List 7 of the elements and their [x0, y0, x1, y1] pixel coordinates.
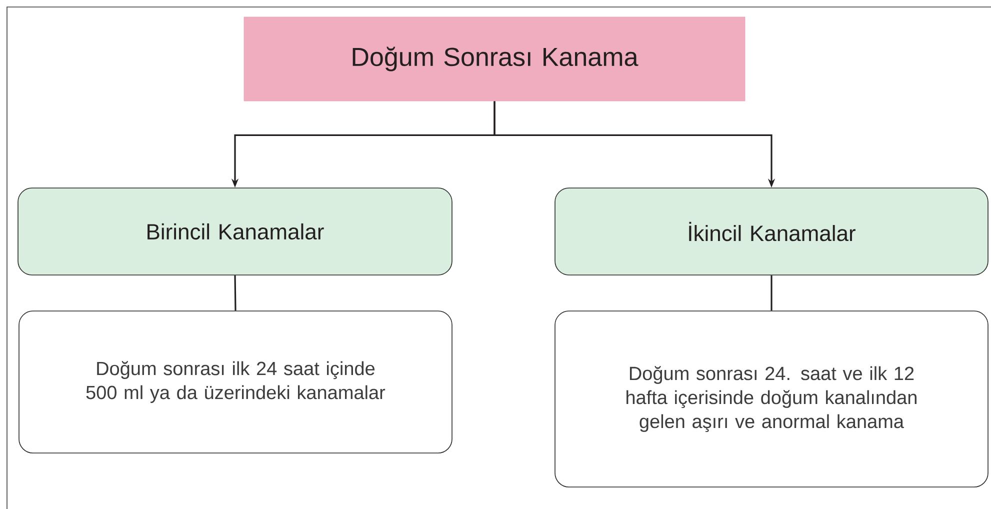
title-box: Doğum Sonrası Kanama [244, 16, 746, 102]
category-box: İkincil Kanamalar [554, 188, 988, 276]
description-box: Doğum sonrası 24. saat ve ilk 12 hafta içerisinde doğum kanalından gelen aşırı ve anormal kanama [554, 310, 988, 488]
description-box: Doğum sonrası ilk 24 saat içinde 500 ml ya da üzerindeki kanamalar [18, 310, 452, 454]
category-box: Birincil Kanamalar [18, 188, 452, 276]
connector [234, 275, 236, 311]
connector [770, 275, 772, 311]
